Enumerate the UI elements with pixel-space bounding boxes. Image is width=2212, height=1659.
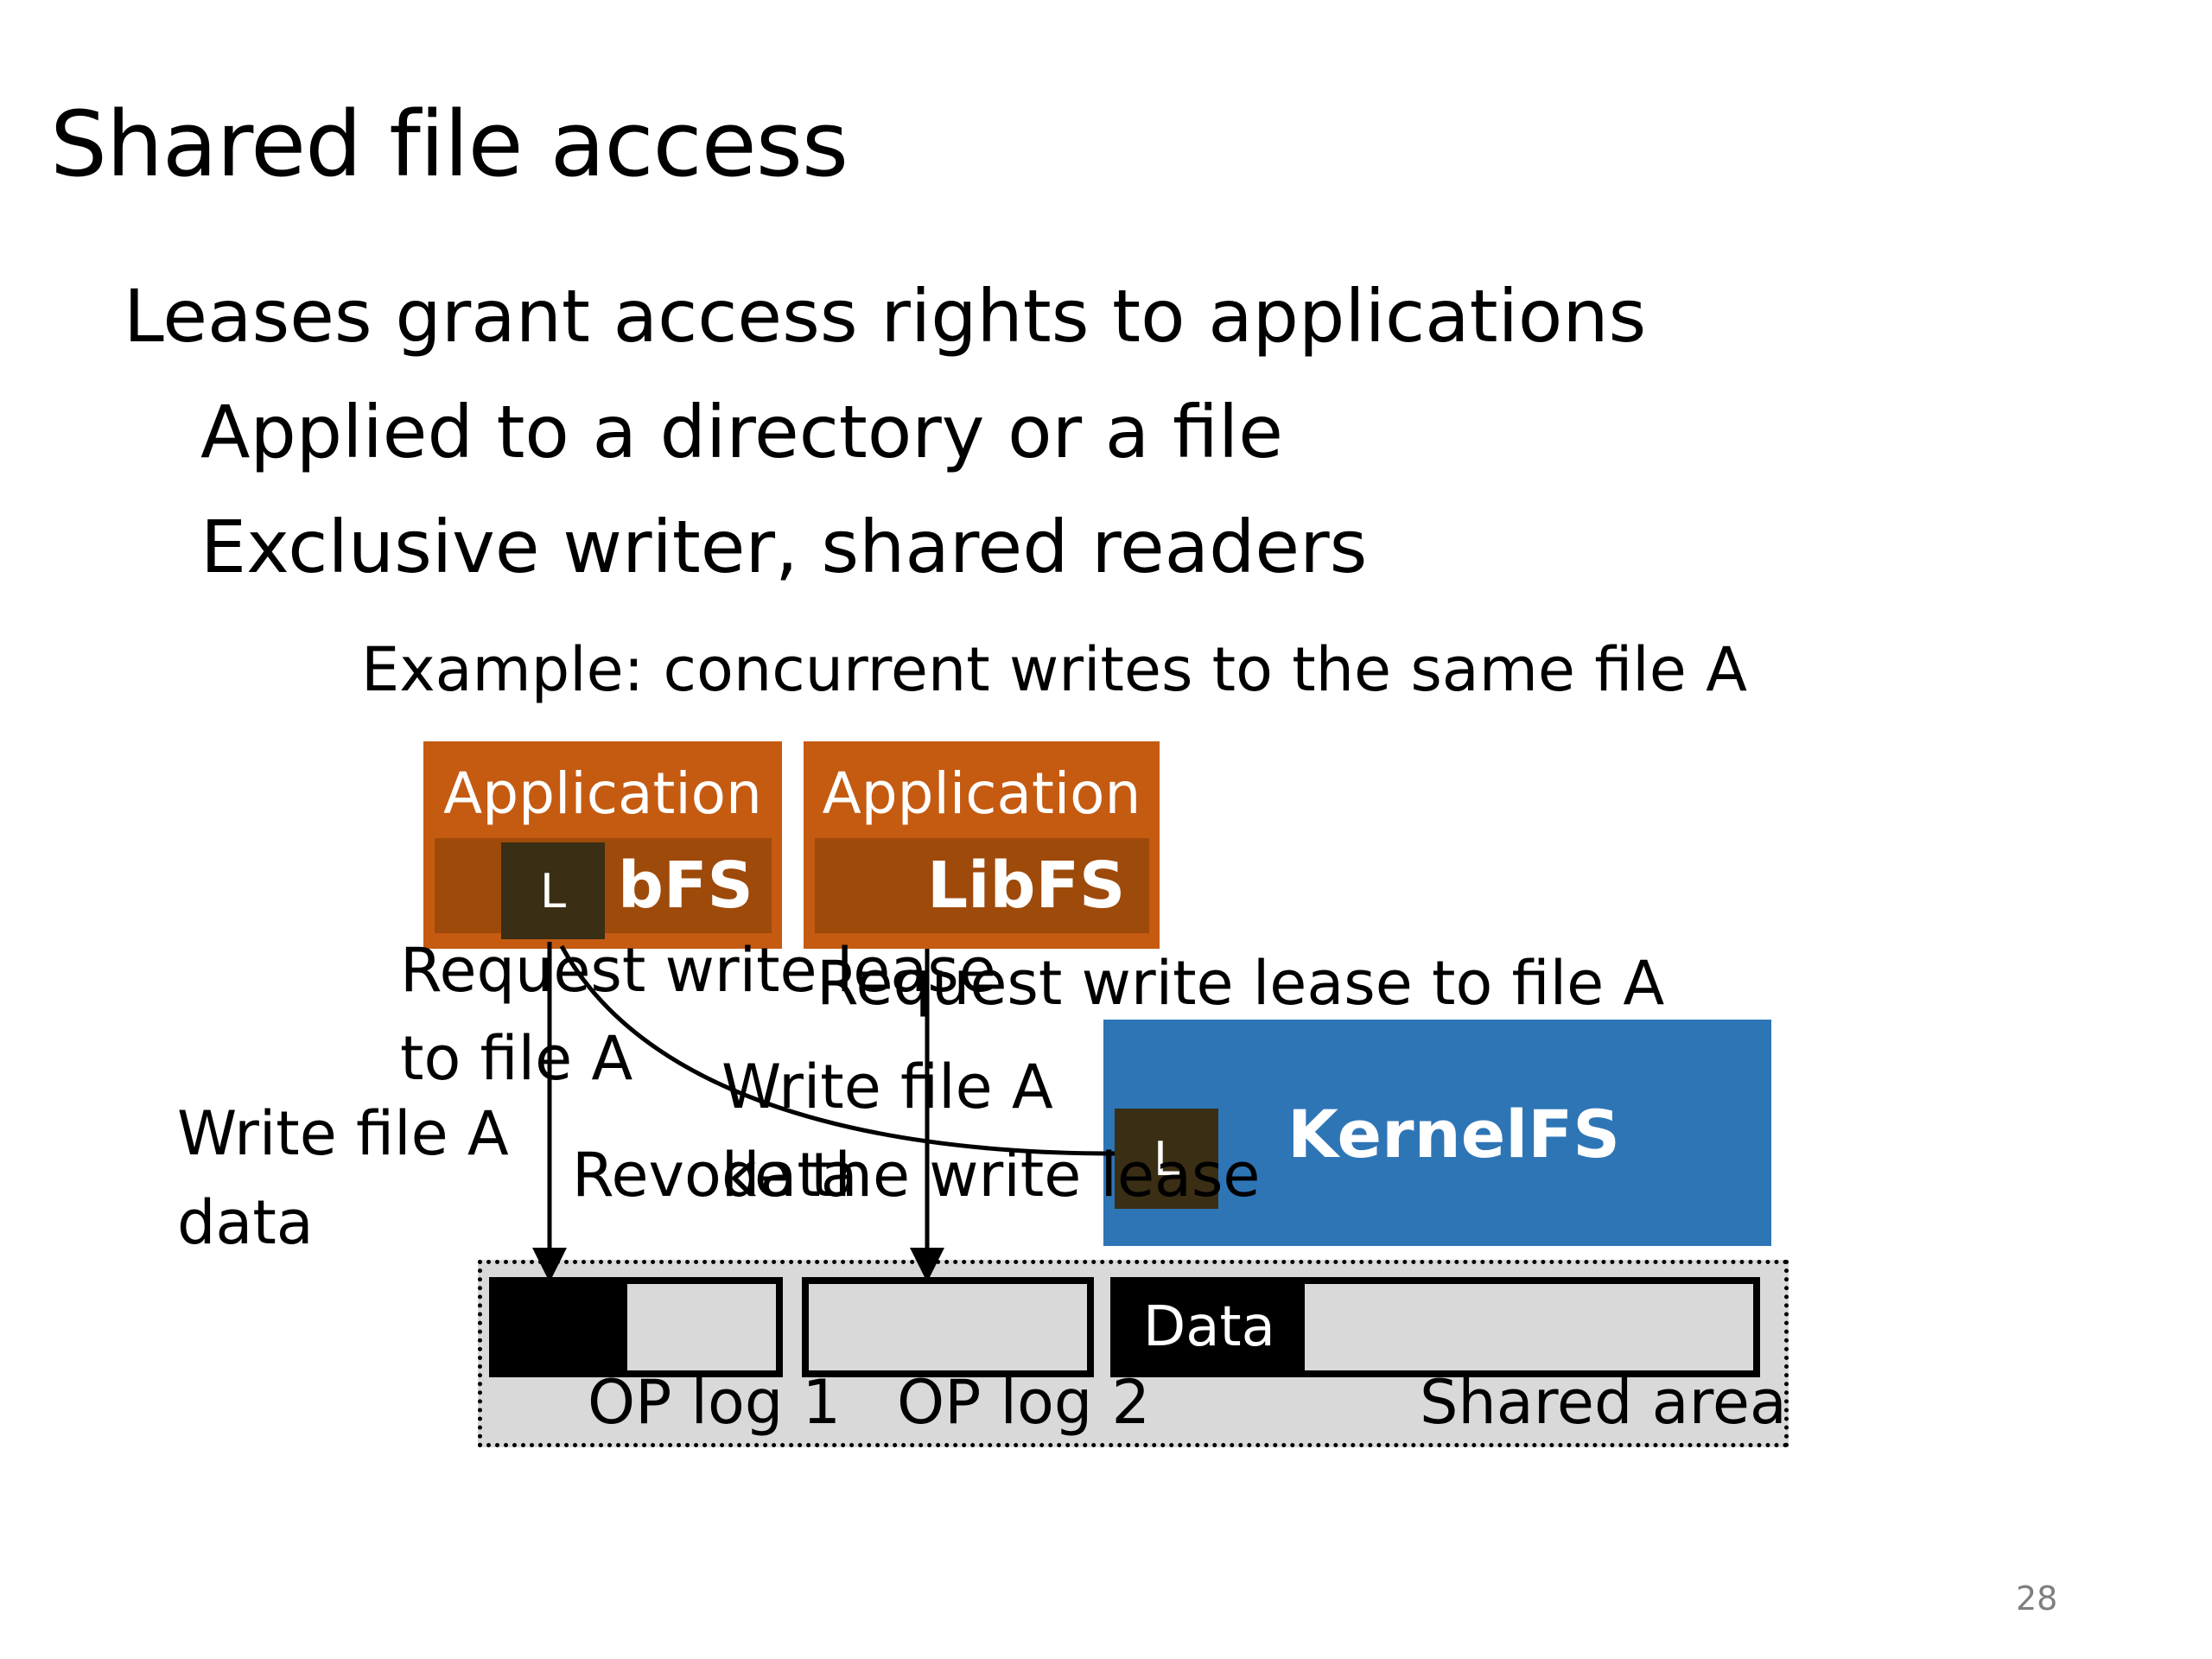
request-lease-label-2: Request write lease to file A xyxy=(817,948,1665,1019)
shared-area-label: Shared area xyxy=(1420,1367,1787,1438)
write-file-label-2: Write file A xyxy=(721,1052,1053,1122)
data-region-filled: Data xyxy=(1117,1284,1305,1370)
request-lease-label-1a: Request write lease xyxy=(400,935,996,1006)
example-caption: Example: concurrent writes to the same f… xyxy=(361,634,1747,705)
libfs-label-2: LibFS xyxy=(927,849,1126,923)
libfs-label-1: bFS xyxy=(618,849,753,923)
write-data-label-a: Write file A xyxy=(177,1098,509,1169)
kernelfs-label: KernelFS xyxy=(1287,1096,1620,1173)
lease-token-app1: L xyxy=(501,842,605,939)
libfs-box-2: LibFS xyxy=(815,838,1149,933)
application-label-1: Application xyxy=(443,760,762,827)
revoke-lease-label: Revoke the write lease xyxy=(572,1140,1261,1211)
write-data-label-b: data xyxy=(177,1187,314,1258)
page-number: 28 xyxy=(2016,1580,2058,1618)
bullet-applied: Applied to a directory or a file xyxy=(200,390,1283,474)
op-log-1-label: OP log 1 xyxy=(588,1367,842,1438)
op-log-1 xyxy=(489,1277,783,1377)
slide-title: Shared file access xyxy=(50,92,849,197)
application-box-2: Application LibFS xyxy=(804,741,1160,949)
revoke-curve xyxy=(559,944,1116,1156)
op-log-2 xyxy=(802,1277,1094,1377)
op-log-2-label: OP log 2 xyxy=(897,1367,1151,1438)
write-data-label-2: data xyxy=(721,1140,858,1211)
bullet-exclusive: Exclusive writer, shared readers xyxy=(200,505,1368,589)
application-label-2: Application xyxy=(822,760,1141,827)
bullet-leases: Leases grant access rights to applicatio… xyxy=(124,274,1647,359)
op-log-1-filled xyxy=(496,1284,627,1370)
lease-token-kernel: L xyxy=(1115,1109,1218,1209)
request-lease-label-1b: to file A xyxy=(400,1023,633,1094)
data-label: Data xyxy=(1143,1295,1275,1359)
data-region: Data xyxy=(1110,1277,1760,1377)
